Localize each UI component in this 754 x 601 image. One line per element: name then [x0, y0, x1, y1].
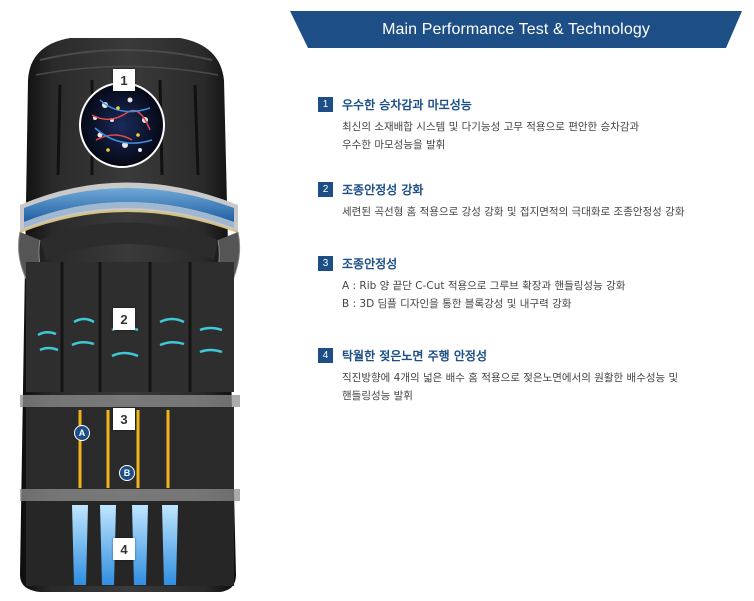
header-banner: Main Performance Test & Technology: [290, 11, 742, 48]
feature-description: 세련된 곡선형 홈 적용으로 강성 강화 및 접지면적의 극대화로 조종안정성 …: [342, 206, 685, 218]
feature-number-badge: 1: [318, 96, 333, 112]
feature-2: 2 조종안정성 강화 세련된 곡선형 홈 적용으로 강성 강화 및 접지면적의 …: [318, 180, 738, 221]
section-label-2: 2: [113, 308, 135, 330]
tire-graphic: [18, 38, 241, 592]
feature-4: 4 탁월한 젖은노면 주행 안정성 직진방향에 4개의 넓은 배수 홈 적용으로…: [318, 346, 738, 405]
section-label-3: 3: [113, 408, 135, 430]
feature-number-badge: 4: [318, 347, 333, 363]
feature-3: 3 조종안정성 A : Rib 양 끝단 C-Cut 적용으로 그루브 확장과 …: [318, 254, 738, 313]
marker-a: A: [74, 425, 90, 441]
feature-title: 탁월한 젖은노면 주행 안정성: [342, 348, 488, 363]
banner-shape: [290, 11, 742, 48]
page-title: Main Performance Test & Technology: [382, 21, 650, 38]
feature-title: 우수한 승차감과 마모성능: [342, 97, 472, 112]
section-label-1: 1: [113, 69, 135, 91]
marker-b: B: [119, 465, 135, 481]
tire-illustration: 1 2 3 4 A B: [0, 0, 270, 597]
feature-number-badge: 2: [318, 181, 333, 197]
feature-description: 직진방향에 4개의 넓은 배수 홈 적용으로 젖은노면에서의 원활한 배수성능 …: [342, 372, 679, 402]
feature-title: 조종안정성 강화: [342, 182, 424, 197]
feature-description: A : Rib 양 끝단 C-Cut 적용으로 그루브 확장과 핸들링성능 강화…: [342, 280, 626, 310]
feature-title: 조종안정성: [342, 256, 398, 271]
section-label-4: 4: [113, 538, 135, 560]
feature-1: 1 우수한 승차감과 마모성능 최신의 소재배합 시스템 및 다기능성 고무 적…: [318, 95, 738, 154]
feature-number-badge: 3: [318, 255, 333, 271]
feature-description: 최신의 소재배합 시스템 및 다기능성 고무 적용으로 편안한 승차감과 우수한…: [342, 121, 640, 151]
